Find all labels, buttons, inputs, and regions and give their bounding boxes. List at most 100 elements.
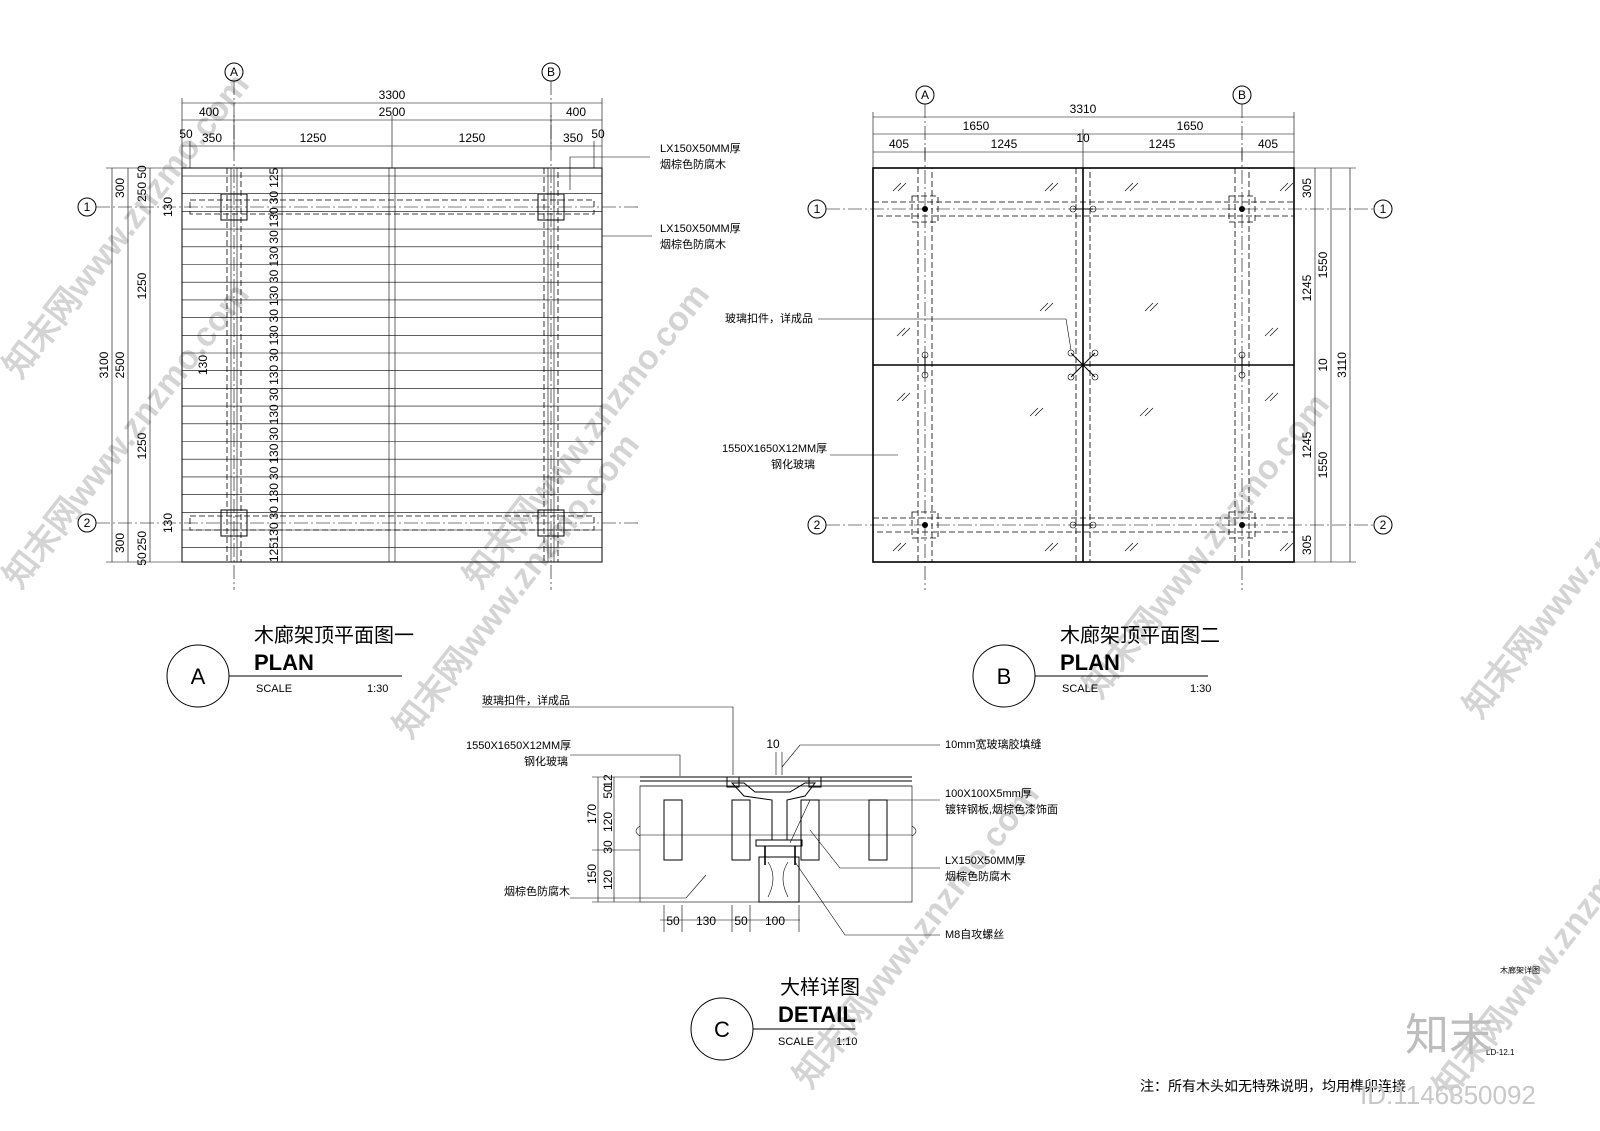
axis-bubble-1-right: [1373, 199, 1393, 219]
note-text: M8自攻螺丝: [945, 927, 1004, 941]
dim-text: 2500: [379, 105, 406, 119]
dim-text: 305: [1300, 178, 1314, 198]
inner-dim-text: 30: [267, 466, 281, 480]
inner-dim-text: 130: [267, 483, 281, 503]
glass-hatch-line: [1144, 302, 1154, 312]
watermarks: 知末网www.znzmo.com 知末网www.znzmo.com 知末网www…: [0, 66, 1600, 1105]
left-dimensions-a: 3100 300 2500 300 50 250 1250 1250 250 5…: [97, 165, 210, 566]
glass-hatch-line: [1129, 542, 1139, 552]
column-post: [537, 509, 565, 537]
dim-text: 120: [601, 870, 615, 890]
dim-text: 300: [113, 178, 127, 198]
glass-hatch-line: [1144, 407, 1154, 417]
inner-dim-text: 130: [267, 365, 281, 385]
dim-text: 50: [591, 127, 605, 141]
id-text: ID:1146350092: [1360, 1080, 1536, 1110]
drawing-title-cn: 木廊架顶平面图二: [1060, 624, 1220, 647]
column-post: [220, 193, 248, 221]
dim-text: 405: [1258, 137, 1278, 151]
note-text: 1550X1650X12MM厚: [722, 442, 827, 455]
column-post: [911, 511, 939, 539]
axis-label-a: A: [230, 65, 238, 79]
badge-label: B: [997, 664, 1012, 689]
dim-text: 50: [179, 127, 193, 141]
glass-hatch-line: [897, 542, 907, 552]
roof-frame-outline: [181, 167, 603, 563]
dim-text: 350: [563, 131, 583, 145]
dim-text: 150: [585, 864, 599, 884]
dim-text: 50: [601, 785, 615, 799]
dim-text: 10: [766, 737, 780, 751]
column-line-b: [543, 167, 559, 563]
top-dimensions-b: 3310 1650 10 1650 405 1245 1245 405: [872, 102, 1295, 168]
axis-label-2-right: 2: [1380, 518, 1387, 532]
beam-1: [189, 199, 595, 215]
axis-label-b: B: [547, 65, 555, 79]
note-text: 烟棕色防腐木: [660, 157, 726, 171]
inner-dimensions: 1253013030130301303013030130301303013030…: [267, 167, 283, 562]
dim-text: 1245: [1300, 431, 1314, 458]
note-text: LX150X50MM厚: [660, 142, 741, 155]
top-dimensions-a: 3300 400 2500 400 50 350 1250 1250 350 5…: [179, 88, 605, 168]
note-text: 烟棕色防腐木: [504, 884, 570, 898]
drawing-title-cn: 木廊架顶平面图一: [254, 624, 414, 647]
glass-hatch-line: [1124, 182, 1134, 192]
dim-text: 2500: [113, 351, 127, 378]
axis-label-a: A: [921, 88, 929, 102]
inner-dim-text: 130: [267, 207, 281, 227]
glass-hatch-line: [1264, 327, 1274, 337]
dim-total-height: 3110: [1335, 352, 1349, 378]
glass-hatch-line: [896, 327, 906, 337]
glass-hatch-line: [1149, 302, 1159, 312]
column-post: [1228, 195, 1256, 223]
inner-dim-text: 30: [267, 269, 281, 283]
drawing-title-en: DETAIL: [778, 1002, 856, 1027]
sheet-name: 木廊架详图: [1500, 965, 1540, 975]
plan-drawing-b: A B 1 1 2 2 3310 1650 10 1650 405 1245 1…: [722, 85, 1393, 708]
dim-text: 400: [566, 105, 586, 119]
drawing-title-cn: 大样详图: [780, 976, 860, 999]
inner-dim-text: 30: [267, 230, 281, 244]
dim-text: 1650: [963, 119, 990, 133]
dim-text: 300: [113, 533, 127, 553]
timber-slat: [663, 799, 683, 861]
dim-text: 130: [161, 513, 175, 533]
inner-dim-text: 30: [267, 388, 281, 402]
note-text: 烟棕色防腐木: [660, 237, 726, 251]
inner-dim-text: 130: [267, 404, 281, 424]
inner-dim-text: 30: [267, 348, 281, 362]
dim-text: 12: [601, 774, 615, 788]
note-text: 100X100X5mm厚: [945, 787, 1032, 800]
steel-plate: [755, 839, 803, 847]
note-text: 钢化玻璃: [524, 754, 568, 768]
badge-label: C: [714, 1017, 730, 1042]
glass-hatch-line: [1269, 392, 1279, 402]
timber-section-outline: [639, 785, 913, 903]
glass-hatch-line: [1139, 407, 1149, 417]
dim-text: 100: [765, 914, 785, 928]
glass-hatch-marks: [892, 182, 1294, 552]
dim-text: 250: [135, 182, 149, 202]
inner-dim-text: 30: [267, 309, 281, 323]
glass-hatch-line: [1284, 542, 1294, 552]
dim-text: 10: [1316, 358, 1330, 372]
timber-beam: [758, 856, 800, 903]
dim-text: 1245: [1149, 137, 1176, 151]
dim-text: 1245: [991, 137, 1018, 151]
dim-text: 1250: [135, 272, 149, 299]
glass-hatch-line: [1124, 542, 1134, 552]
scale-label: SCALE: [1062, 683, 1098, 695]
note-text: 玻璃扣件，详成品: [725, 311, 813, 325]
scale-label: SCALE: [778, 1036, 814, 1048]
inner-dim-text: 130: [267, 443, 281, 463]
dim-text: 350: [202, 131, 222, 145]
glass-hatch-line: [896, 392, 906, 402]
glass-hatch-line: [1044, 302, 1054, 312]
watermark-text: 知末网www.znzmo.com: [1456, 406, 1600, 725]
watermark-text: 知末网www.znzmo.com: [786, 776, 1047, 1095]
dim-text: 170: [585, 804, 599, 824]
dim-text: 130: [196, 355, 210, 375]
dim-text: 250: [135, 531, 149, 551]
sheet-code: LD-12.1: [1486, 1048, 1515, 1057]
